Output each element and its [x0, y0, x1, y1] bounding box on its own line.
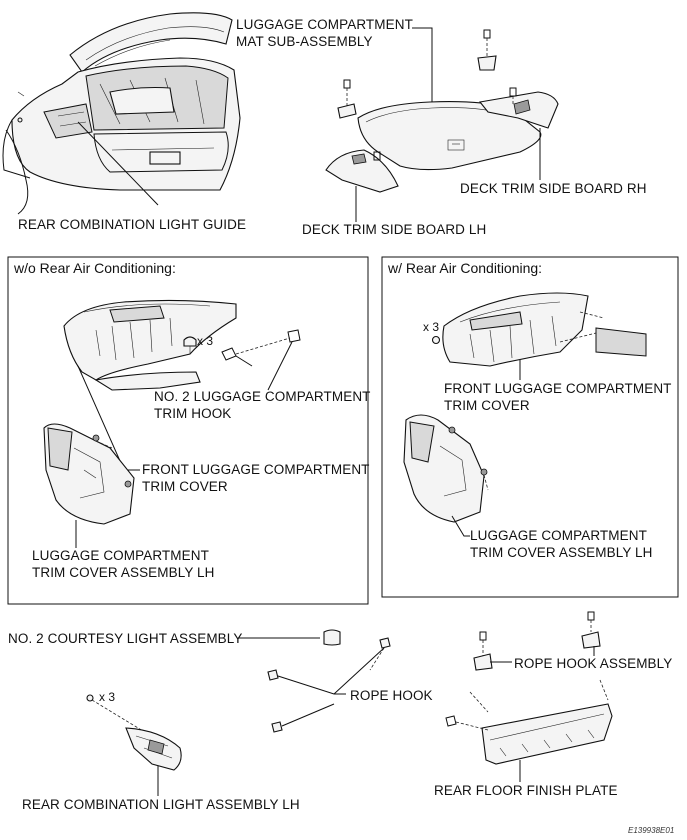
- label-no2-trim-hook: NO. 2 LUGGAGE COMPARTMENT TRIM HOOK: [154, 388, 371, 422]
- label-front-trim-cover-right-line1: FRONT LUGGAGE COMPARTMENT: [444, 381, 672, 396]
- deck-trim-lh-illustration: [325, 149, 399, 193]
- label-trim-cover-assembly-right-line2: TRIM COVER ASSEMBLY LH: [470, 545, 653, 560]
- label-rope-hook-assembly: ROPE HOOK ASSEMBLY: [514, 656, 673, 671]
- rear-floor-finish-plate-illustration: [445, 679, 613, 765]
- label-no2-trim-hook-line2: TRIM HOOK: [154, 406, 232, 421]
- label-no2-trim-hook-line1: NO. 2 LUGGAGE COMPARTMENT: [154, 389, 371, 404]
- label-trim-cover-assembly-left-line2: TRIM COVER ASSEMBLY LH: [32, 565, 215, 580]
- label-rope-hook: ROPE HOOK: [350, 688, 433, 703]
- label-front-trim-cover-left-line1: FRONT LUGGAGE COMPARTMENT: [142, 462, 370, 477]
- label-deck-trim-rh: DECK TRIM SIDE BOARD RH: [460, 181, 647, 196]
- label-front-trim-cover-left-line2: TRIM COVER: [142, 479, 228, 494]
- label-front-trim-cover-right: FRONT LUGGAGE COMPARTMENT TRIM COVER: [444, 380, 672, 414]
- label-front-trim-cover-right-line2: TRIM COVER: [444, 398, 530, 413]
- label-front-trim-cover-left: FRONT LUGGAGE COMPARTMENT TRIM COVER: [142, 461, 370, 495]
- label-deck-trim-lh: DECK TRIM SIDE BOARD LH: [302, 222, 487, 237]
- label-luggage-mat-line1: LUGGAGE COMPARTMENT: [236, 17, 413, 32]
- trim-cover-assembly-right-illustration: [403, 414, 489, 523]
- qty-left-panel-clips: x 3: [197, 334, 214, 348]
- courtesy-light-illustration: [323, 629, 341, 646]
- rope-hook-assembly-illustration: [473, 611, 601, 671]
- deck-trim-rh-illustration: [478, 87, 559, 129]
- panel-title-without-ac: w/o Rear Air Conditioning:: [14, 260, 176, 276]
- panel-without-rear-ac: [7, 256, 369, 605]
- panel-with-rear-ac: [381, 256, 679, 598]
- label-courtesy-light: NO. 2 COURTESY LIGHT ASSEMBLY: [8, 631, 243, 646]
- label-trim-cover-assembly-left-line1: LUGGAGE COMPARTMENT: [32, 548, 209, 563]
- label-luggage-mat: LUGGAGE COMPARTMENT MAT SUB-ASSEMBLY: [236, 16, 413, 50]
- label-rear-light-guide: REAR COMBINATION LIGHT GUIDE: [18, 217, 247, 232]
- vehicle-rear-illustration: [2, 12, 241, 215]
- figure-code: E139938E01: [628, 826, 675, 835]
- rope-hook-illustration: [267, 637, 391, 733]
- trim-cover-assembly-left-illustration: [43, 423, 135, 525]
- label-trim-cover-assembly-left: LUGGAGE COMPARTMENT TRIM COVER ASSEMBLY …: [32, 547, 215, 581]
- qty-light-nuts: x 3: [99, 690, 116, 704]
- qty-right-panel-clips: x 3: [423, 320, 440, 334]
- panel-title-with-ac: w/ Rear Air Conditioning:: [388, 260, 543, 276]
- label-trim-cover-assembly-right-line1: LUGGAGE COMPARTMENT: [470, 528, 647, 543]
- rear-combination-light-illustration: [86, 694, 182, 771]
- front-trim-cover-left-illustration: [63, 299, 301, 391]
- label-rear-combination-light: REAR COMBINATION LIGHT ASSEMBLY LH: [22, 797, 300, 812]
- front-trim-cover-right-illustration: [431, 292, 647, 367]
- label-rear-floor-plate: REAR FLOOR FINISH PLATE: [434, 783, 618, 798]
- label-trim-cover-assembly-right: LUGGAGE COMPARTMENT TRIM COVER ASSEMBLY …: [470, 527, 653, 561]
- label-luggage-mat-line2: MAT SUB-ASSEMBLY: [236, 34, 373, 49]
